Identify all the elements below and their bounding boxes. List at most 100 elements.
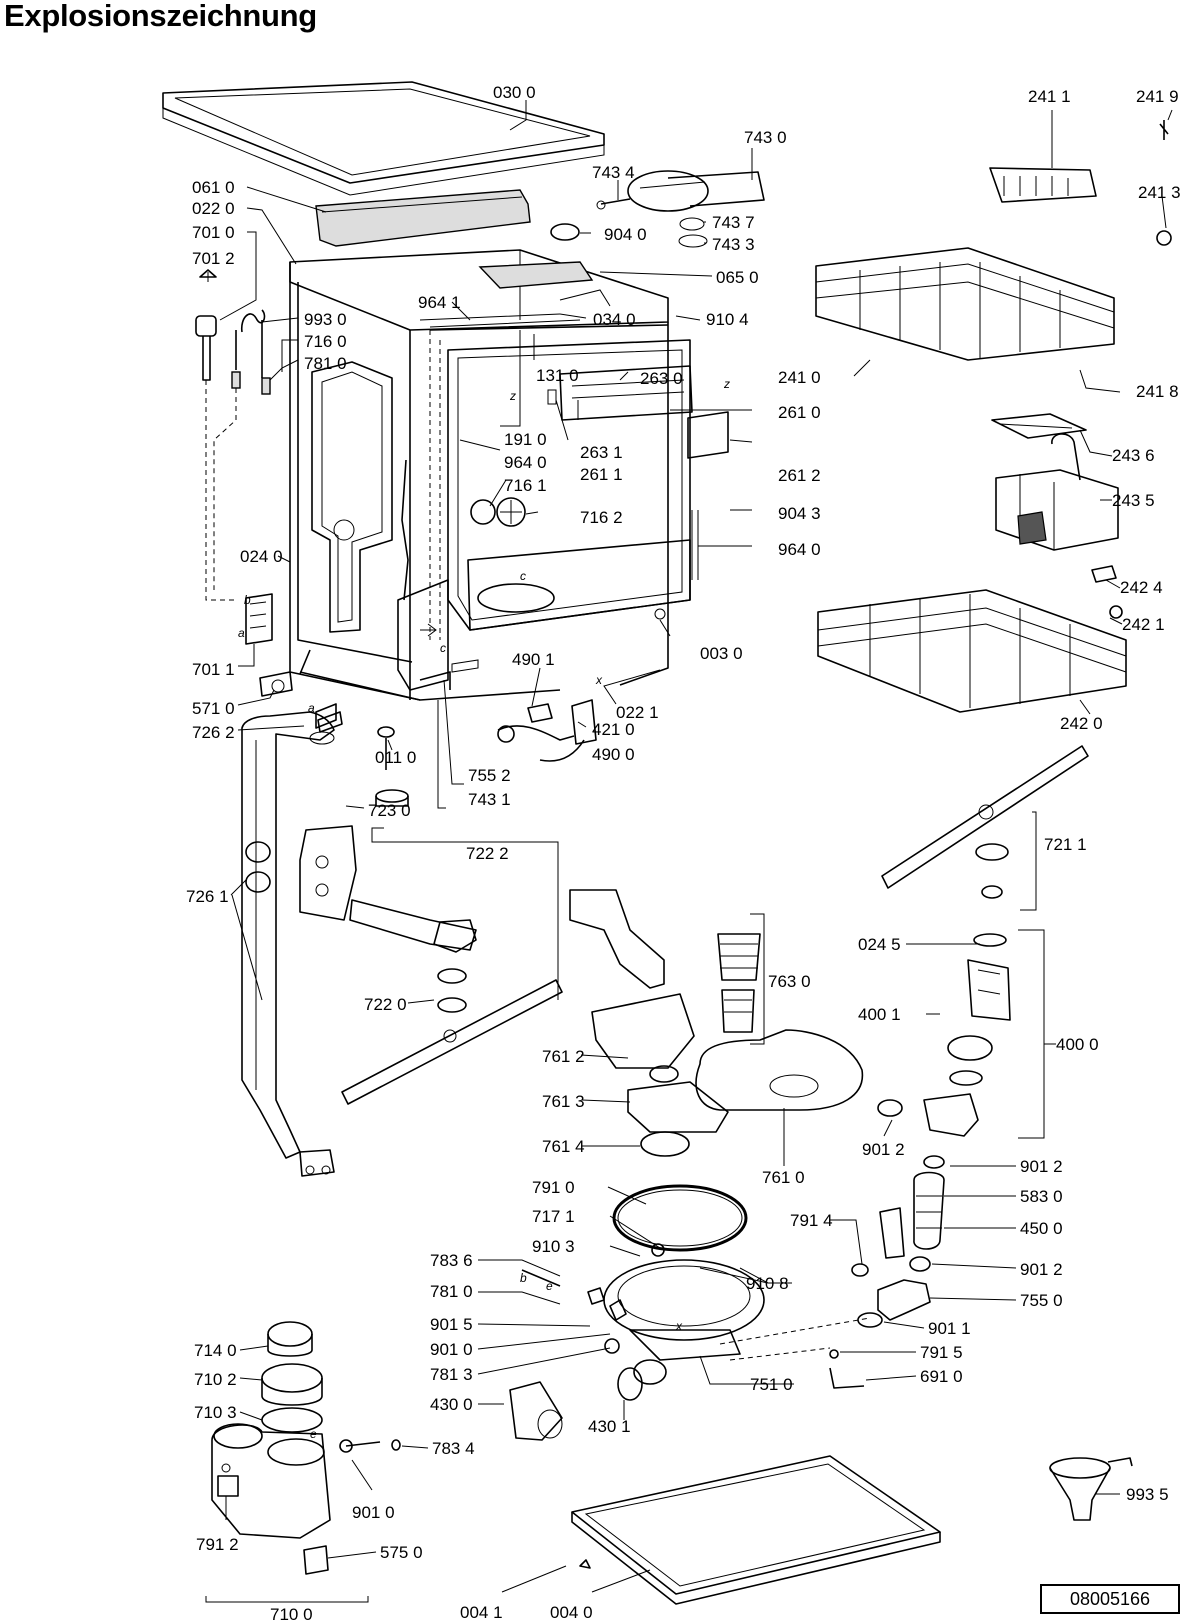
part-label: 993 5 — [1126, 1485, 1169, 1504]
document-number: 08005166 — [1040, 1584, 1180, 1614]
softener-710 — [205, 1321, 401, 1603]
connection-letter: a — [238, 626, 245, 640]
page-title: Explosionszeichnung — [4, 0, 317, 33]
part-label: 761 2 — [542, 1047, 585, 1066]
connection-letter: b — [520, 1271, 527, 1285]
part-label: 743 7 — [712, 213, 755, 232]
part-label: 904 0 — [604, 225, 647, 244]
part-label: 241 0 — [778, 368, 821, 387]
part-label: 901 5 — [430, 1315, 473, 1334]
part-label: 430 0 — [430, 1395, 473, 1414]
part-label: 241 8 — [1136, 382, 1179, 401]
part-label: 022 1 — [616, 703, 659, 722]
part-label: 761 0 — [762, 1168, 805, 1187]
connection-marks: a a b b c c e e x x z z — [238, 377, 730, 1441]
part-label: 781 0 — [304, 354, 347, 373]
connection-letter: e — [310, 1427, 317, 1441]
part-label: 004 1 — [460, 1603, 503, 1620]
part-label: 004 0 — [550, 1603, 593, 1620]
part-label: 261 0 — [778, 403, 821, 422]
connection-letter: e — [546, 1279, 553, 1293]
part-label: 901 2 — [862, 1140, 905, 1159]
part-label: 030 0 — [493, 83, 536, 102]
part-label: 701 2 — [192, 249, 235, 268]
part-label: 191 0 — [504, 430, 547, 449]
part-label: 065 0 — [716, 268, 759, 287]
part-label: 241 9 — [1136, 87, 1179, 106]
connection-letter: c — [520, 569, 526, 583]
connection-letter: z — [509, 389, 516, 403]
part-label: 783 6 — [430, 1251, 473, 1270]
part-label: 430 1 — [588, 1417, 631, 1436]
part-label: 717 1 — [532, 1207, 575, 1226]
part-label: 901 2 — [1020, 1260, 1063, 1279]
part-label: 755 0 — [1020, 1291, 1063, 1310]
upper-spray-722 — [299, 825, 563, 1105]
part-label: 901 1 — [928, 1319, 971, 1338]
part-label: 743 0 — [744, 128, 787, 147]
part-label: 910 3 — [532, 1237, 575, 1256]
part-label: 024 5 — [858, 935, 901, 954]
pump-400 — [877, 929, 1045, 1139]
lower-spray-721 — [881, 745, 1089, 911]
part-label: 743 1 — [468, 790, 511, 809]
part-label: 901 2 — [1020, 1157, 1063, 1176]
part-label: 034 0 — [593, 310, 636, 329]
part-label: 571 0 — [192, 699, 235, 718]
part-number-labels: 030 0 743 0 743 4 743 7 743 3 904 0 061 … — [186, 83, 1181, 1620]
part-label: 716 2 — [580, 508, 623, 527]
part-label: 910 4 — [706, 310, 749, 329]
sump-761 — [569, 889, 864, 1157]
part-label: 716 0 — [304, 332, 347, 351]
part-label: 901 0 — [430, 1340, 473, 1359]
part-label: 400 0 — [1056, 1035, 1099, 1054]
part-label: 242 1 — [1122, 615, 1165, 634]
connection-letter: a — [308, 701, 315, 715]
part-label: 964 0 — [504, 453, 547, 472]
part-label: 701 0 — [192, 223, 235, 242]
part-label: 791 4 — [790, 1211, 833, 1230]
tube-726 — [241, 711, 409, 1177]
part-label: 716 1 — [504, 476, 547, 495]
connection-letter: x — [675, 1319, 683, 1333]
part-label: 242 4 — [1120, 578, 1163, 597]
part-label: 726 2 — [192, 723, 235, 742]
part-label: 964 0 — [778, 540, 821, 559]
part-label: 751 0 — [750, 1375, 793, 1394]
part-label: 723 0 — [368, 801, 411, 820]
inlet-hoses-701-993 — [195, 269, 337, 729]
drain-pump-450 — [719, 1155, 945, 1389]
part-label: 241 3 — [1138, 183, 1181, 202]
misc-490-421 — [497, 699, 597, 762]
part-label: 781 3 — [430, 1365, 473, 1384]
part-label: 241 1 — [1028, 87, 1071, 106]
sump-housing-751 — [509, 1243, 765, 1441]
part-label: 761 4 — [542, 1137, 585, 1156]
worktop-030 — [162, 81, 605, 196]
part-label: 710 2 — [194, 1370, 237, 1389]
part-label: 061 0 — [192, 178, 235, 197]
part-label: 710 3 — [194, 1403, 237, 1422]
filter-763 — [717, 913, 765, 1045]
part-label: 791 0 — [532, 1178, 575, 1197]
connection-letter: b — [244, 593, 251, 607]
part-label: 024 0 — [240, 547, 283, 566]
part-label: 710 0 — [270, 1605, 313, 1620]
part-label: 721 1 — [1044, 835, 1087, 854]
cutlery-basket-243 — [991, 413, 1119, 551]
part-label: 993 0 — [304, 310, 347, 329]
gasket-791 — [612, 1184, 748, 1252]
part-label: 763 0 — [768, 972, 811, 991]
part-label: 781 0 — [430, 1282, 473, 1301]
part-label: 743 4 — [592, 163, 635, 182]
part-drawings — [162, 81, 1172, 1605]
part-label: 243 5 — [1112, 491, 1155, 510]
part-label: 901 0 — [352, 1503, 395, 1522]
leader-lines — [207, 100, 1173, 1593]
part-label: 022 0 — [192, 199, 235, 218]
funnel-993-5 — [1049, 1457, 1133, 1521]
part-label: 490 1 — [512, 650, 555, 669]
part-label: 783 4 — [432, 1439, 475, 1458]
part-label: 261 1 — [580, 465, 623, 484]
